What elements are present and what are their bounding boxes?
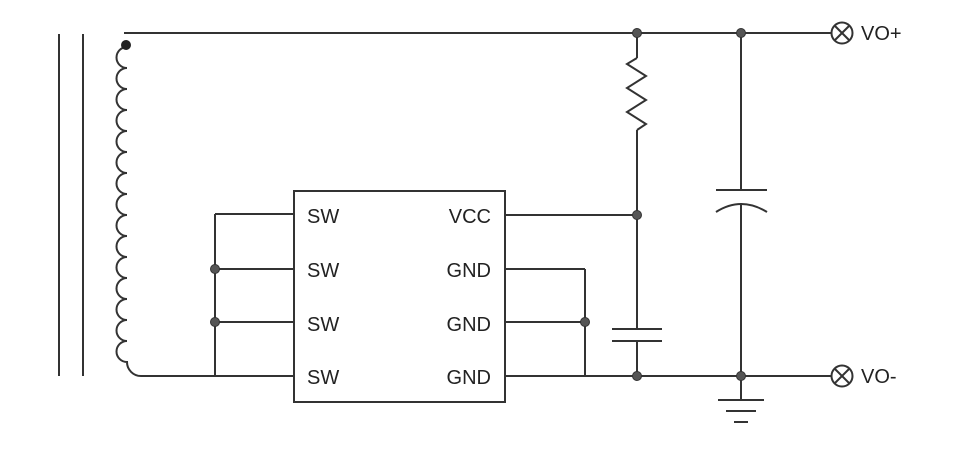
vcc-capacitor <box>612 215 662 376</box>
gnd-bus <box>505 268 586 376</box>
junction-dot <box>210 264 220 274</box>
terminal-label-vo-minus: VO- <box>861 366 897 388</box>
output-capacitor <box>715 33 768 376</box>
terminal-label-vo-plus: VO+ <box>861 23 902 45</box>
pin-label-gnd-1: GND <box>447 260 491 282</box>
ic-chip <box>293 190 506 403</box>
pin-label-gnd-2: GND <box>447 314 491 336</box>
transformer-winding <box>115 46 142 377</box>
pin-label-sw-2: SW <box>307 260 339 282</box>
resistor <box>625 33 648 215</box>
junction-dot <box>736 28 746 38</box>
pin-label-sw-3: SW <box>307 314 339 336</box>
pin-label-gnd-3: GND <box>447 367 491 389</box>
junction-dot <box>580 317 590 327</box>
transformer-core <box>58 34 84 376</box>
winding-polarity-dot <box>121 40 131 50</box>
junction-dot <box>632 28 642 38</box>
terminal-vo-plus <box>830 21 854 45</box>
junction-dots <box>210 28 746 381</box>
junction-dot <box>632 371 642 381</box>
pin-label-vcc: VCC <box>449 206 491 228</box>
pin-label-sw-1: SW <box>307 206 339 228</box>
junction-dot <box>632 210 642 220</box>
junction-dot <box>736 371 746 381</box>
ground-symbol <box>718 376 764 423</box>
junction-dot <box>210 317 220 327</box>
pin-label-sw-4: SW <box>307 367 339 389</box>
sw-bus <box>214 213 294 376</box>
terminal-vo-minus <box>830 364 854 388</box>
